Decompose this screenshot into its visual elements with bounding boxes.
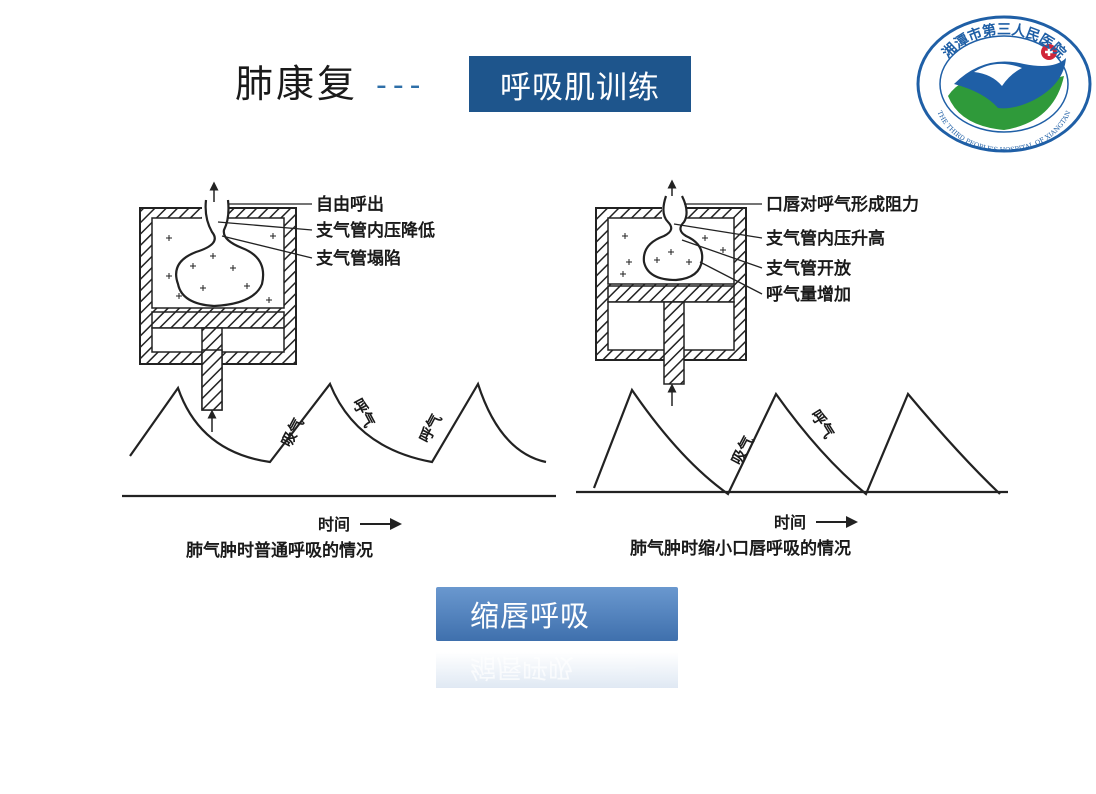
- left-time-label: 时间: [318, 515, 350, 534]
- page-title: 肺康复: [235, 62, 359, 106]
- section-title-box: 呼吸肌训练: [469, 56, 691, 112]
- left-caption: 肺气肿时普通呼吸的情况: [186, 540, 373, 561]
- pursed-lip-breathing-button[interactable]: 缩唇呼吸: [436, 587, 678, 641]
- right-time-label: 时间: [774, 513, 806, 532]
- right-label-volume-increase: 呼气量增加: [766, 284, 851, 305]
- title-separator: ---: [376, 68, 427, 103]
- right-curve-label-exhale: 呼气: [807, 407, 838, 442]
- button-reflection-text: 缩唇呼吸: [470, 652, 575, 682]
- right-curve-label-inhale: 吸气: [728, 433, 758, 468]
- left-curve-label-exhale-2: 呼气: [416, 411, 446, 446]
- right-apparatus: [595, 179, 763, 406]
- left-breathing-curve: [122, 381, 556, 498]
- button-reflection: 缩唇呼吸: [436, 652, 678, 688]
- right-label-airway-open: 支气管开放: [766, 258, 852, 279]
- left-label-pressure-drop: 支气管内压降低: [316, 220, 435, 241]
- right-label-pressure-rise: 支气管内压升高: [766, 228, 885, 249]
- section-title: 呼吸肌训练: [500, 69, 660, 106]
- left-apparatus: [139, 181, 313, 432]
- right-breathing-curve: [576, 387, 1008, 496]
- left-label-free-exhale: 自由呼出: [316, 194, 384, 215]
- right-caption: 肺气肿时缩小口唇呼吸的情况: [630, 538, 851, 559]
- right-label-lip-resistance: 口唇对呼气形成阻力: [766, 194, 919, 215]
- pursed-lip-breathing-label: 缩唇呼吸: [470, 599, 591, 633]
- left-curve-label-exhale-1: 呼气: [348, 395, 378, 430]
- left-label-collapse: 支气管塌陷: [316, 248, 401, 269]
- hospital-logo: 湘潭市第三人民医院 THE THIRD PEOPLE'S HOSPITAL OF…: [916, 15, 1092, 154]
